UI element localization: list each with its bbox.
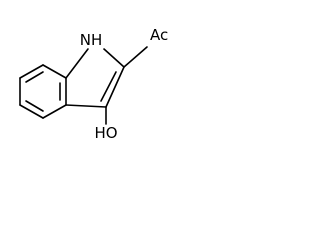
structure-diagram: NH HO Ac <box>19 26 168 142</box>
acetyl-label: Ac <box>150 26 168 44</box>
double-bond-inner-c2-c3 <box>100 71 117 102</box>
nh-label: NH <box>80 31 103 49</box>
bond-c3a-c4 <box>42 104 67 119</box>
double-bond-inner-c4-c5 <box>25 100 44 112</box>
bond-c7a-n1 <box>65 48 89 79</box>
hydroxyl-label: HO <box>94 124 117 142</box>
double-bond-inner-c6-c7 <box>25 71 44 83</box>
bond-c7-c7a <box>42 64 67 79</box>
bond-c6-c7 <box>19 64 44 79</box>
bond-n1-c2 <box>103 48 125 68</box>
bond-c2-c3 <box>105 66 125 108</box>
bond-c3-c3a <box>65 104 107 108</box>
bond-c2-acetyl <box>123 46 148 68</box>
bond-c4-c5 <box>19 104 44 119</box>
